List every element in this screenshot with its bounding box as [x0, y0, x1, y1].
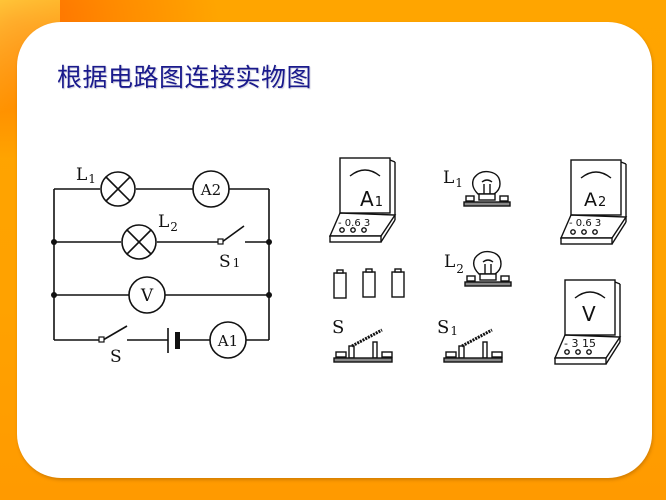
bulb-l1-device[interactable]: [463, 170, 511, 207]
ammeter-a1-symbol: [209, 321, 247, 359]
bulb-l2-label: L2: [444, 252, 464, 276]
voltmeter-scale: - 3 15: [564, 337, 596, 350]
label-l2: L2: [158, 212, 178, 234]
label-s: S: [110, 347, 122, 367]
content-panel: [17, 22, 652, 478]
lamp-l2-symbol: [121, 224, 157, 260]
switch-s1-label: S1: [437, 317, 458, 338]
voltmeter-label: V: [582, 302, 596, 326]
ammeter-a1-scale: - 0.6 3: [338, 218, 370, 229]
label-v: V: [140, 286, 154, 306]
voltmeter-symbol: [128, 276, 166, 314]
ammeter-a2-label: A2: [584, 189, 606, 211]
battery-cells[interactable]: [333, 268, 405, 299]
bulb-l1-label: L1: [443, 168, 463, 190]
label-a2: A2: [200, 181, 221, 199]
label-a1: A1: [217, 332, 238, 350]
switch-s-label: S: [332, 317, 344, 338]
label-l1: L1: [76, 165, 96, 186]
ammeter-a2-symbol: [192, 170, 230, 208]
bulb-l2-device[interactable]: [464, 250, 512, 287]
lamp-l1-symbol: [100, 171, 136, 207]
junction-dots: [51, 239, 272, 298]
slide-title: 根据电路图连接实物图: [57, 63, 313, 92]
battery-icon: [175, 332, 180, 349]
ammeter-a1-label: A1: [360, 187, 383, 211]
ammeter-a2-scale: - 0.6 3: [569, 218, 601, 229]
